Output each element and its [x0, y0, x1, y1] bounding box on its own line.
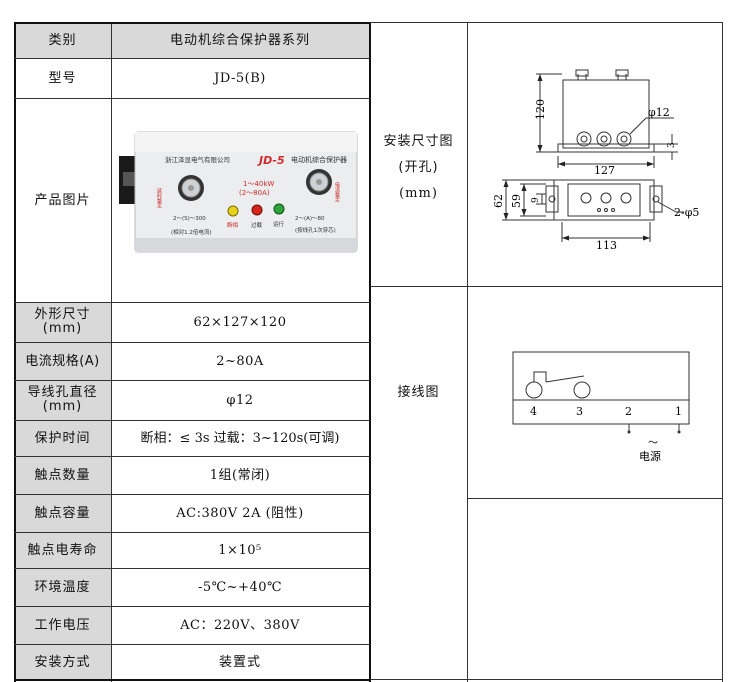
photo-model: JD-5 — [257, 154, 285, 167]
contact-life-label: 触点电寿命 — [14, 532, 111, 568]
led-run-label: 运行 — [273, 220, 285, 228]
photo-left-side-label: 延时整定 — [156, 187, 162, 209]
dimension-sub2: (mm) — [399, 186, 438, 201]
photo-company: 浙江泽显电气有限公司 — [165, 155, 230, 164]
terminal-3: 3 — [576, 405, 583, 418]
photo-name: 电动机综合保护器 — [291, 155, 347, 164]
right-panel-label-divider — [467, 22, 468, 682]
size-value: 62×127×120 — [193, 314, 287, 330]
header-value-bg — [111, 22, 369, 58]
wire-hole-value: φ12 — [226, 392, 254, 408]
power-symbol: ～ — [648, 438, 658, 449]
side-view-body — [562, 79, 650, 149]
contact-left — [525, 381, 543, 399]
current-spec-value: 2~80A — [216, 353, 264, 369]
terminal-1: 1 — [675, 405, 682, 418]
table-border-left — [14, 22, 16, 682]
contact-count-label: 触点数量 — [14, 456, 111, 494]
wire-hole-2 — [596, 131, 612, 147]
photo-current-range: (2～80A) — [239, 189, 270, 197]
photo-right-note: (按线孔1次穿芯) — [295, 226, 336, 234]
protect-time-label: 保护时间 — [14, 420, 111, 456]
dim-width: 127 — [594, 164, 615, 177]
dim-small: 3 — [667, 142, 677, 148]
install-mode-label: 安装方式 — [14, 644, 111, 681]
wiring-diagram: 4 3 2 1 ～ 电源 — [512, 351, 690, 463]
dim-height: 120 — [534, 99, 547, 120]
led-run — [273, 203, 285, 215]
table-border-right — [369, 22, 371, 682]
terminal-4: 4 — [530, 405, 537, 418]
model-value: JD-5(B) — [214, 70, 266, 86]
work-voltage-label: 工作电压 — [14, 606, 111, 644]
wiring-box — [512, 351, 690, 425]
wire-hole-label: 导线孔直径(mm) — [14, 380, 111, 420]
size-label: 外形尺寸(mm) — [14, 302, 111, 342]
led-phase-loss-label: 断相 — [227, 221, 239, 229]
model-label: 型号 — [14, 58, 111, 98]
dim-depth: 62 — [492, 194, 505, 208]
bottom-view-body — [553, 179, 655, 221]
size-label-line1: 外形尺寸 — [34, 307, 91, 322]
size-label-line2: (mm) — [42, 321, 83, 336]
left-knob — [178, 175, 204, 201]
led-overload — [251, 204, 263, 216]
wiring-diagram-label: 接线图 — [397, 384, 440, 400]
led-phase-loss — [227, 205, 239, 217]
contact-capacity-label: 触点容量 — [14, 494, 111, 532]
dimension-drawing: 120 φ12 3 127 62 59 9 2-φ5 113 — [492, 69, 699, 252]
right-panel-border — [722, 22, 723, 682]
photo-right-side-label: 电流整定 — [334, 181, 340, 203]
wire-hole-label-line1: 导线孔直径 — [27, 385, 98, 400]
header-category-label: 类别 — [14, 22, 111, 58]
dimension-drawing-label: 安装尺寸图 (开孔) (mm) — [370, 128, 467, 208]
ambient-temp-value: -5℃~+40℃ — [197, 579, 283, 595]
install-mode-value: 装置式 — [218, 655, 261, 670]
photo-power-range: 1～40kW — [243, 180, 274, 188]
photo-left-knob-label: 2～(S)～300 — [173, 216, 206, 222]
dim-mount: 2-φ5 — [674, 206, 699, 219]
contact-right — [573, 381, 591, 399]
work-voltage-value: AC：220V、380V — [180, 617, 300, 633]
current-spec-label: 电流规格(A) — [14, 342, 111, 380]
contact-capacity-value: AC:380V 2A (阻性) — [176, 505, 304, 521]
right-knob — [306, 169, 332, 195]
photo-right-knob-label: 2～(A)～80 — [295, 216, 325, 222]
dim-inner: 59 — [510, 194, 523, 208]
header-series-value: 电动机综合保护器系列 — [169, 32, 310, 48]
dimension-sub1: (开孔) — [398, 160, 439, 175]
dim-hole: φ12 — [648, 106, 670, 119]
protect-time-value: 断相：≤ 3s 过载：3~120s(可调) — [140, 430, 340, 446]
ambient-temp-label: 环境温度 — [14, 568, 111, 606]
power-label: 电源 — [639, 449, 661, 463]
wire-hole-1 — [576, 131, 592, 147]
photo-left-note: (相对1.2倍电流) — [171, 228, 212, 236]
product-photo: 浙江泽显电气有限公司 JD-5 电动机综合保护器 延时整定 电流整定 1～40k… — [111, 98, 369, 302]
contact-count-value: 1组(常闭) — [209, 467, 271, 483]
wire-hole-label-line2: (mm) — [42, 399, 83, 414]
table-col-divider — [111, 22, 112, 682]
product-photo-label: 产品图片 — [34, 192, 91, 208]
led-overload-label: 过载 — [251, 221, 263, 229]
contact-life-value: 1×10⁵ — [218, 542, 262, 558]
product-photo-svg: 浙江泽显电气有限公司 JD-5 电动机综合保护器 延时整定 电流整定 1～40k… — [119, 131, 358, 253]
dim-span: 113 — [596, 239, 617, 252]
wire-hole-3 — [616, 131, 632, 147]
terminal-2: 2 — [625, 405, 632, 418]
dim-gap: 9 — [531, 197, 541, 203]
dimension-title: 安装尺寸图 — [383, 134, 454, 149]
